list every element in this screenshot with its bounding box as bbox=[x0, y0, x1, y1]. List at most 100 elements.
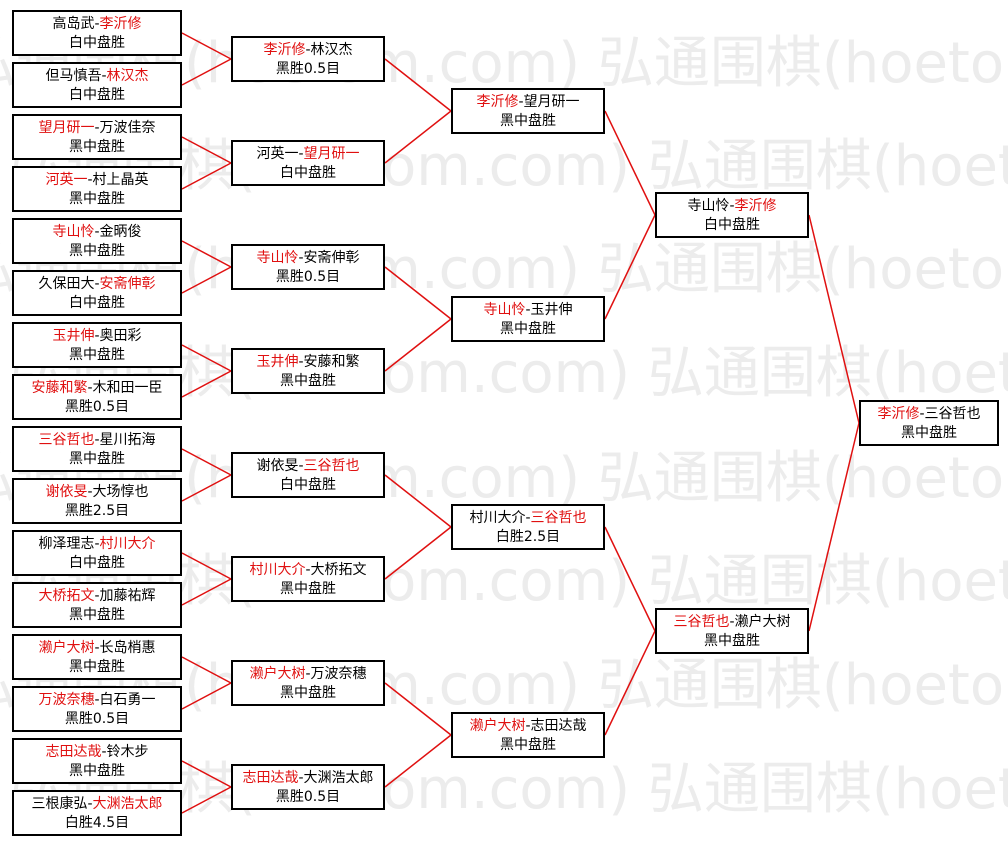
matchup-separator: - bbox=[94, 692, 100, 708]
match-result: 黑中盘胜 bbox=[280, 581, 336, 597]
matchup: 李沂修-三谷哲也 bbox=[861, 405, 997, 424]
connector-line bbox=[181, 474, 232, 502]
connector-line bbox=[384, 58, 452, 112]
player-name: 三谷哲也 bbox=[924, 406, 981, 422]
matchup: 但马慎吾-林汉杰 bbox=[14, 67, 180, 86]
player-name: 村川大介 bbox=[249, 562, 306, 578]
match-box: 玉井伸-安藤和繁黑中盘胜 bbox=[231, 348, 385, 394]
matchup: 濑户大树-万波奈穗 bbox=[233, 665, 383, 684]
connector-line bbox=[808, 214, 860, 424]
player-name: 安藤和繁 bbox=[303, 354, 360, 370]
connector-line bbox=[181, 58, 232, 86]
player-name: 李沂修 bbox=[263, 42, 306, 58]
matchup-separator: - bbox=[305, 562, 311, 578]
player-name: 玉井伸 bbox=[256, 354, 299, 370]
matchup: 三谷哲也-星川拓海 bbox=[14, 431, 180, 450]
player-name: 三谷哲也 bbox=[38, 432, 95, 448]
matchup-separator: - bbox=[94, 328, 100, 344]
player-name: 柳泽理志 bbox=[38, 536, 95, 552]
connector-line bbox=[181, 240, 232, 268]
connector-line bbox=[181, 32, 232, 60]
match-result: 黑中盘胜 bbox=[500, 113, 556, 129]
connector-line bbox=[604, 214, 656, 320]
connector-line bbox=[181, 656, 232, 684]
connector-line bbox=[384, 318, 452, 372]
player-name: 玉井伸 bbox=[52, 328, 95, 344]
player-name: 濑户大树 bbox=[249, 666, 306, 682]
matchup-separator: - bbox=[94, 640, 100, 656]
matchup: 三根康弘-大渊浩太郎 bbox=[14, 795, 180, 814]
match-result: 黑胜0.5目 bbox=[275, 789, 341, 805]
match-result: 黑中盘胜 bbox=[280, 685, 336, 701]
matchup: 玉井伸-奥田彩 bbox=[14, 327, 180, 346]
matchup: 寺山怜-李沂修 bbox=[657, 197, 807, 216]
connector-line bbox=[181, 682, 232, 710]
match-box: 村川大介-大桥拓文黑中盘胜 bbox=[231, 556, 385, 602]
connector-line bbox=[384, 474, 452, 528]
player-name: 铃木步 bbox=[106, 744, 149, 760]
matchup-separator: - bbox=[518, 94, 524, 110]
match-box: 安藤和繁-木和田一臣黑胜0.5目 bbox=[12, 374, 182, 420]
player-name: 久保田大 bbox=[38, 276, 95, 292]
player-name: 高岛武 bbox=[52, 16, 95, 32]
player-name: 三谷哲也 bbox=[673, 614, 730, 630]
matchup-separator: - bbox=[94, 432, 100, 448]
connector-line bbox=[604, 630, 656, 736]
connector-line bbox=[181, 760, 232, 788]
match-box: 玉井伸-奥田彩黑中盘胜 bbox=[12, 322, 182, 368]
matchup-separator: - bbox=[94, 224, 100, 240]
player-name: 寺山怜 bbox=[483, 302, 526, 318]
match-result: 黑中盘胜 bbox=[69, 607, 125, 623]
matchup: 寺山怜-安斋伸彰 bbox=[233, 249, 383, 268]
matchup-separator: - bbox=[729, 198, 735, 214]
matchup-separator: - bbox=[101, 68, 107, 84]
match-box: 寺山怜-玉井伸黑中盘胜 bbox=[451, 296, 605, 342]
matchup-separator: - bbox=[298, 250, 304, 266]
player-name: 志田达哉 bbox=[45, 744, 102, 760]
match-box: 寺山怜-李沂修白中盘胜 bbox=[655, 192, 809, 238]
connector-line bbox=[181, 578, 232, 606]
match-result: 黑胜0.5目 bbox=[64, 711, 130, 727]
matchup-separator: - bbox=[94, 536, 100, 552]
matchup: 河英一-村上晶英 bbox=[14, 171, 180, 190]
match-result: 黑中盘胜 bbox=[69, 139, 125, 155]
matchup-separator: - bbox=[94, 276, 100, 292]
player-name: 李沂修 bbox=[734, 198, 777, 214]
matchup-separator: - bbox=[525, 718, 531, 734]
connector-line bbox=[181, 344, 232, 372]
player-name: 万波奈穗 bbox=[310, 666, 367, 682]
player-name: 濑户大树 bbox=[469, 718, 526, 734]
player-name: 村上晶英 bbox=[92, 172, 149, 188]
match-box: 但马慎吾-林汉杰白中盘胜 bbox=[12, 62, 182, 108]
connector-line bbox=[384, 526, 452, 580]
matchup-separator: - bbox=[919, 406, 925, 422]
match-box: 柳泽理志-村川大介白中盘胜 bbox=[12, 530, 182, 576]
match-result: 黑中盘胜 bbox=[500, 737, 556, 753]
match-result: 白中盘胜 bbox=[280, 477, 336, 493]
match-box: 河英一-村上晶英黑中盘胜 bbox=[12, 166, 182, 212]
connector-line bbox=[384, 734, 452, 788]
player-name: 李沂修 bbox=[476, 94, 519, 110]
match-result: 黑胜2.5目 bbox=[64, 503, 130, 519]
player-name: 濑户大树 bbox=[38, 640, 95, 656]
matchup: 三谷哲也-濑户大树 bbox=[657, 613, 807, 632]
player-name: 河英一 bbox=[256, 146, 299, 162]
matchup-separator: - bbox=[525, 510, 531, 526]
match-box: 濑户大树-志田达哉黑中盘胜 bbox=[451, 712, 605, 758]
matchup: 志田达哉-铃木步 bbox=[14, 743, 180, 762]
matchup: 柳泽理志-村川大介 bbox=[14, 535, 180, 554]
match-result: 黑中盘胜 bbox=[69, 763, 125, 779]
match-result: 黑中盘胜 bbox=[280, 373, 336, 389]
connector-line bbox=[604, 110, 656, 216]
matchup: 寺山怜-金昞俊 bbox=[14, 223, 180, 242]
match-result: 黑中盘胜 bbox=[69, 659, 125, 675]
matchup-separator: - bbox=[298, 458, 304, 474]
match-box: 三谷哲也-星川拓海黑中盘胜 bbox=[12, 426, 182, 472]
match-box: 谢依旻-三谷哲也白中盘胜 bbox=[231, 452, 385, 498]
matchup-separator: - bbox=[101, 744, 107, 760]
matchup: 大桥拓文-加藤祐辉 bbox=[14, 587, 180, 606]
match-result: 白中盘胜 bbox=[69, 87, 125, 103]
match-box: 志田达哉-大渊浩太郎黑胜0.5目 bbox=[231, 764, 385, 810]
connector-line bbox=[181, 448, 232, 476]
player-name: 长岛梢惠 bbox=[99, 640, 156, 656]
